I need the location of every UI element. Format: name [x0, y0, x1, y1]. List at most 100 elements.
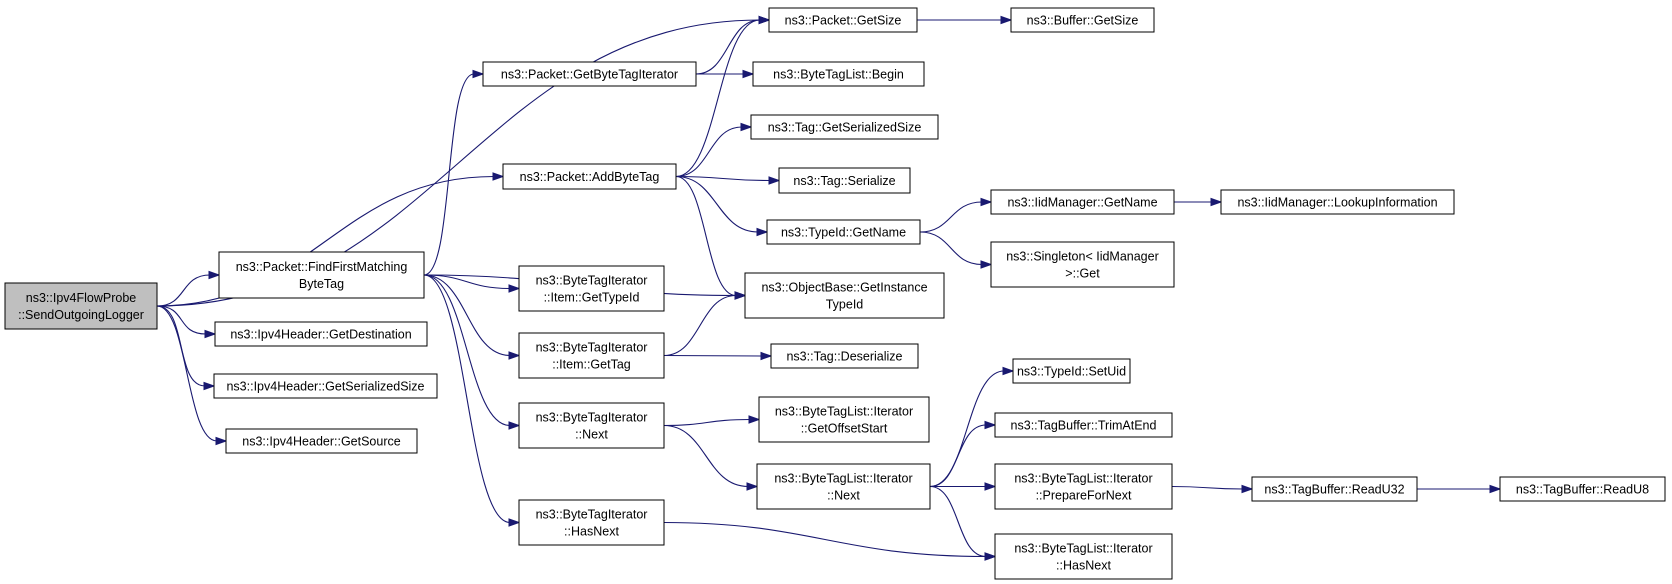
node-box	[518, 332, 665, 379]
arrow-head-icon	[215, 436, 228, 446]
node-label: ns3::IidManager::GetName	[1007, 196, 1157, 210]
node-typeid-getname[interactable]: ns3::TypeId::GetName	[766, 219, 921, 245]
node-box	[756, 463, 931, 510]
node-bti-item-gettag[interactable]: ns3::ByteTagIterator::Item::GetTag	[518, 332, 665, 379]
edge-line	[675, 175, 759, 233]
node-label: ns3::ByteTagIterator	[536, 274, 648, 288]
node-box	[744, 272, 945, 319]
edge-line	[919, 231, 983, 266]
node-label: ns3::Tag::Deserialize	[786, 350, 902, 364]
node-btli-hasnext[interactable]: ns3::ByteTagList::Iterator::HasNext	[994, 533, 1173, 580]
edge-pkt-findfirst-to-bti-hasnext	[423, 274, 521, 527]
node-box	[778, 167, 911, 194]
edge-line	[663, 354, 763, 357]
edge-root-to-ipv4-getsersize	[156, 305, 216, 391]
node-tagbuf-readu8[interactable]: ns3::TagBuffer::ReadU8	[1499, 476, 1666, 502]
edge-pkt-getsize-to-buf-getsize	[917, 15, 1013, 25]
edge-line	[695, 19, 761, 75]
node-pkt-getbytetagit[interactable]: ns3::Packet::GetByteTagIterator	[482, 61, 697, 87]
node-box	[758, 396, 930, 443]
node-tag-deserialize[interactable]: ns3::Tag::Deserialize	[770, 343, 919, 369]
arrow-head-icon	[492, 172, 505, 181]
node-box	[994, 533, 1173, 580]
node-label: ns3::TagBuffer::ReadU8	[1516, 483, 1649, 497]
node-tag-serialize[interactable]: ns3::Tag::Serialize	[778, 167, 911, 194]
node-label: ns3::Tag::Serialize	[793, 174, 895, 188]
node-label: ns3::ObjectBase::GetInstance	[761, 281, 927, 295]
edge-line	[675, 19, 761, 178]
node-label: ::PrepareForNext	[1036, 489, 1132, 503]
arrow-head-icon	[472, 69, 485, 79]
node-ipv4-getsource[interactable]: ns3::Ipv4Header::GetSource	[225, 428, 418, 454]
node-box	[502, 163, 677, 190]
node-pkt-addbytetag[interactable]: ns3::Packet::AddByteTag	[502, 163, 677, 190]
node-box	[752, 61, 925, 87]
node-bti-hasnext[interactable]: ns3::ByteTagIterator::HasNext	[518, 499, 665, 546]
node-box	[1220, 189, 1455, 215]
node-box	[1251, 476, 1418, 502]
node-btli-prepare[interactable]: ns3::ByteTagList::Iterator::PrepareForNe…	[994, 463, 1173, 510]
edge-line	[423, 274, 511, 427]
edge-root-to-pkt-findfirst	[156, 270, 221, 307]
edge-btli-prepare-to-tagbuf-readu32	[1171, 484, 1254, 494]
arrow-head-icon	[508, 518, 521, 527]
edge-pkt-findfirst-to-bti-item-gettypeid	[423, 274, 521, 293]
node-pkt-getsize[interactable]: ns3::Packet::GetSize	[768, 7, 918, 33]
arrow-head-icon	[208, 270, 221, 280]
arrow-head-icon	[742, 69, 755, 79]
node-iid-getname[interactable]: ns3::IidManager::GetName	[990, 189, 1175, 215]
node-btli-getoffset[interactable]: ns3::ByteTagList::Iterator::GetOffsetSta…	[758, 396, 930, 443]
arrow-head-icon	[980, 197, 993, 207]
node-label: ByteTag	[299, 277, 344, 291]
node-label: ns3::ByteTagIterator	[536, 341, 648, 355]
node-ipv4-getdest[interactable]: ns3::Ipv4Header::GetDestination	[214, 321, 428, 347]
node-tag-getsersize[interactable]: ns3::Tag::GetSerializedSize	[750, 114, 939, 140]
node-label: ns3::TagBuffer::ReadU32	[1264, 483, 1404, 497]
node-label: ns3::Ipv4Header::GetDestination	[230, 328, 411, 342]
node-buf-getsize[interactable]: ns3::Buffer::GetSize	[1010, 7, 1155, 33]
call-edges	[156, 15, 1502, 561]
edge-bti-item-gettag-to-tag-deserialize	[663, 351, 773, 361]
function-nodes: ns3::Ipv4FlowProbe::SendOutgoingLoggerns…	[4, 7, 1666, 580]
node-btl-begin[interactable]: ns3::ByteTagList::Begin	[752, 61, 925, 87]
node-label: ::Next	[575, 428, 608, 442]
edge-btli-next-to-btli-prepare	[930, 482, 997, 491]
edge-line	[663, 294, 737, 357]
node-label: ::Item::GetTypeId	[544, 291, 640, 305]
node-label: ns3::ByteTagList::Iterator	[1014, 542, 1152, 556]
node-root[interactable]: ns3::Ipv4FlowProbe::SendOutgoingLogger	[4, 282, 158, 330]
arrow-head-icon	[980, 260, 993, 269]
edge-line	[663, 418, 751, 427]
node-label: ns3::IidManager::LookupInformation	[1237, 196, 1437, 210]
edge-line	[919, 201, 983, 233]
node-label: ns3::ByteTagList::Iterator	[1014, 472, 1152, 486]
node-label: ns3::Packet::AddByteTag	[520, 170, 660, 184]
node-label: ns3::Buffer::GetSize	[1027, 14, 1139, 28]
node-label: ns3::TagBuffer::TrimAtEnd	[1011, 419, 1157, 433]
node-bti-item-gettypeid[interactable]: ns3::ByteTagIterator::Item::GetTypeId	[518, 265, 665, 312]
edge-iid-getname-to-iid-lookup	[1173, 197, 1223, 207]
node-label: ns3::Tag::GetSerializedSize	[768, 121, 922, 135]
node-iid-lookup[interactable]: ns3::IidManager::LookupInformation	[1220, 189, 1455, 215]
edge-line	[675, 175, 771, 182]
node-typeid-setuid[interactable]: ns3::TypeId::SetUid	[1012, 358, 1131, 384]
node-tagbuf-trim[interactable]: ns3::TagBuffer::TrimAtEnd	[994, 412, 1173, 438]
edge-line	[423, 274, 511, 357]
node-singleton-get[interactable]: ns3::Singleton< IidManager >::Get	[990, 241, 1175, 288]
node-btli-next[interactable]: ns3::ByteTagList::Iterator::Next	[756, 463, 931, 510]
edge-line	[156, 305, 207, 335]
edge-pkt-addbytetag-to-tag-getsersize	[675, 122, 753, 178]
arrow-head-icon	[203, 381, 216, 391]
node-tagbuf-readu32[interactable]: ns3::TagBuffer::ReadU32	[1251, 476, 1418, 502]
edge-pkt-addbytetag-to-tag-serialize	[675, 175, 781, 185]
edge-line	[663, 424, 749, 488]
edge-line	[929, 424, 987, 488]
node-label: ns3::TypeId::GetName	[781, 226, 906, 240]
node-label: ns3::Packet::GetSize	[785, 14, 902, 28]
node-label: ns3::ByteTagIterator	[536, 411, 648, 425]
node-ipv4-getsersize[interactable]: ns3::Ipv4Header::GetSerializedSize	[213, 373, 438, 399]
node-box	[482, 61, 697, 87]
node-bti-next[interactable]: ns3::ByteTagIterator::Next	[518, 402, 665, 449]
